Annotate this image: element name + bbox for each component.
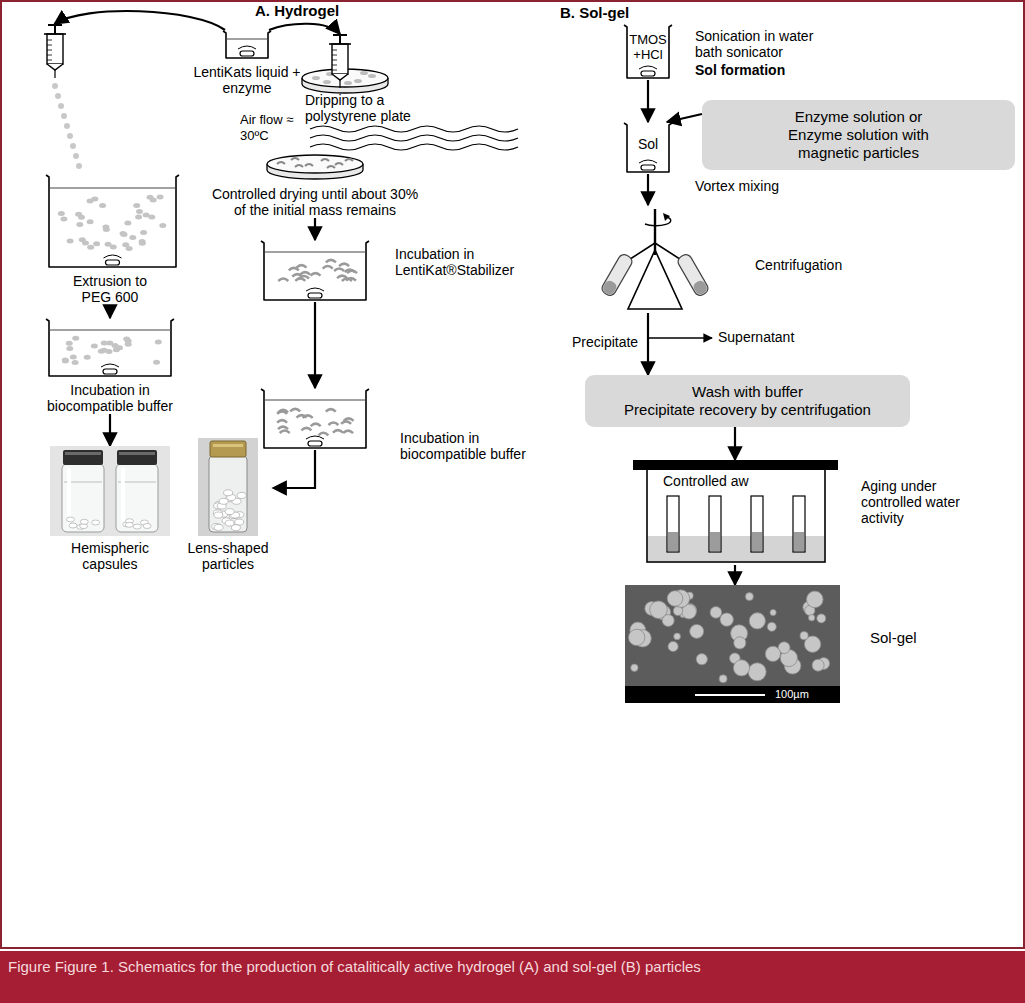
incubation-beaker: Incubation in biocompatible buffer xyxy=(35,318,185,414)
connector-arrow xyxy=(109,305,111,318)
air-flow-waves xyxy=(310,126,518,150)
step-label: Centrifugation xyxy=(755,257,885,273)
supernatant-branch xyxy=(649,337,712,339)
step-label: TMOS +HCl xyxy=(623,32,673,62)
drying-plate-art xyxy=(265,152,365,182)
extrusion-step: Extrusion to PEG 600 xyxy=(30,24,190,305)
connector-arrow xyxy=(109,414,111,446)
connector-arrow xyxy=(647,313,649,375)
connector-arrow xyxy=(55,11,226,30)
text-label: Air flow ≈ 30ºC xyxy=(240,112,302,144)
text-label: Supernatant xyxy=(718,329,828,345)
enzyme-box: Enzyme solution or Enzyme solution with … xyxy=(702,100,1015,170)
step-label: Vortex mixing xyxy=(695,178,835,194)
step-label: Aging under controlled water activity xyxy=(861,478,989,526)
lens-photo-art xyxy=(198,438,258,536)
step-label: Sol-gel xyxy=(870,629,960,647)
dripping-step-art xyxy=(300,34,390,94)
centrifuge-art xyxy=(590,205,720,313)
step-label: Lens-shaped particles xyxy=(183,540,273,572)
step-label: Precipitate recovery by centrifugation xyxy=(595,401,900,419)
step-label: LentiKats liquid + enzyme xyxy=(192,64,302,96)
figure-caption: Figure Figure 1. Schematics for the prod… xyxy=(8,958,1013,976)
dripping-step: Dripping to a polystyrene plate xyxy=(300,34,390,94)
step-label: 100µm xyxy=(775,688,835,701)
step-label: Controlled drying until about 30% of the… xyxy=(205,186,425,218)
desiccator: Controlled awAging under controlled wate… xyxy=(633,460,838,565)
wash-box: Wash with bufferPrecipitate recovery by … xyxy=(585,375,910,427)
step-label: Hemispheric capsules xyxy=(55,540,165,572)
connector-arrow xyxy=(273,450,315,488)
connector-arrow xyxy=(647,80,649,122)
drying-plate: Controlled drying until about 30% of the… xyxy=(205,152,425,218)
connector-arrow xyxy=(269,24,340,34)
step-label: Sonication in water bath sonicator xyxy=(695,28,835,60)
extrusion-step-art xyxy=(33,24,188,269)
step-label: Sol xyxy=(623,136,673,152)
text-label: A. Hydrogel xyxy=(255,2,375,20)
step-label: Incubation in LentiKat®Stabilizer xyxy=(395,246,545,278)
sol-beaker: SolVortex mixing xyxy=(623,122,673,174)
reagent-beaker-art xyxy=(222,30,272,60)
reagent-beaker: LentiKats liquid + enzyme xyxy=(191,30,303,96)
tmos-beaker: TMOS +HClSonication in water bath sonica… xyxy=(623,24,673,80)
connector-arrow xyxy=(734,565,736,585)
connector-arrow xyxy=(734,427,736,460)
connector-arrow xyxy=(314,302,316,388)
capsule-photo: Hemispheric capsules xyxy=(40,446,180,572)
centrifuge: Centrifugation xyxy=(590,205,720,313)
incubation-beaker: Incubation in biocompatible buffer xyxy=(260,388,370,450)
connector-arrow xyxy=(667,114,702,122)
connector-arrow xyxy=(314,218,316,240)
incubation-beaker-art xyxy=(45,318,175,378)
step-label: Sol formation xyxy=(695,62,835,78)
edge-label: Precipitate xyxy=(570,334,640,350)
stabilizer-beaker-art xyxy=(260,240,370,302)
step-label: Wash with buffer xyxy=(595,383,900,401)
stabilizer-beaker: Incubation in LentiKat®Stabilizer xyxy=(260,240,370,302)
connector-arrow xyxy=(647,174,649,205)
sem-image-art xyxy=(625,585,840,703)
sem-image: 100µmSol-gel xyxy=(625,585,840,703)
step-label: Dripping to a polystyrene plate xyxy=(305,92,435,124)
step-label: Incubation in biocompatible buffer xyxy=(400,430,545,462)
step-label: Incubation in biocompatible buffer xyxy=(35,382,185,414)
step-label: Extrusion to PEG 600 xyxy=(60,273,160,305)
caption-bar xyxy=(0,951,1025,1003)
lens-photo: Lens-shaped particles xyxy=(183,438,273,572)
step-label: Controlled aw xyxy=(663,473,813,489)
text-label: B. Sol-gel xyxy=(560,4,670,22)
capsule-photo-art xyxy=(50,446,170,536)
incubation-beaker-art xyxy=(260,388,370,450)
figure-frame xyxy=(1,1,1024,948)
step-label: Enzyme solution or Enzyme solution with … xyxy=(776,108,941,162)
